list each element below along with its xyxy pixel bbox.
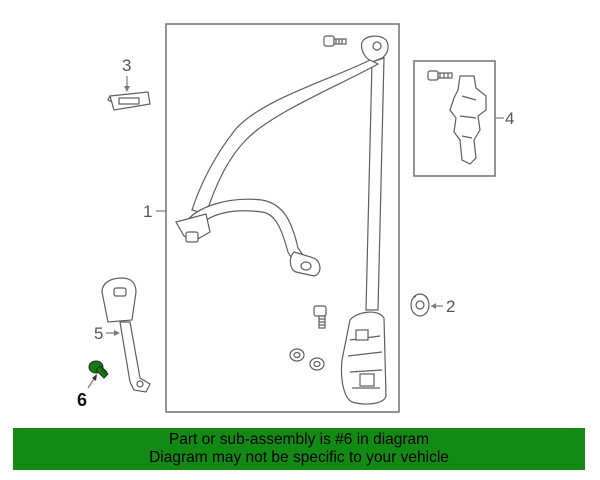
info-banner: Part or sub-assembly is #6 in diagram Di… [13,428,585,470]
seat-belt-assembly[interactable] [175,35,389,405]
part-5-buckle[interactable] [101,277,151,393]
callout-2[interactable]: 2 [446,297,455,316]
callout-6[interactable]: 6 [77,390,87,410]
leader-5-arrow [114,330,120,336]
part-3-trim-cover[interactable] [107,91,151,111]
leader-6-arrow [92,374,97,381]
washer-pair[interactable] [289,348,325,371]
callout-5[interactable]: 5 [94,324,103,343]
leader-2-arrow [431,303,436,309]
callout-1[interactable]: 1 [143,202,152,221]
assembly-frame-4 [413,60,496,177]
callout-4[interactable]: 4 [505,109,514,128]
part-4-height-adjuster[interactable] [427,70,487,165]
part-6-bolt-highlighted[interactable] [88,360,109,379]
banner-line-2: Diagram may not be specific to your vehi… [149,449,449,466]
bolt-upper[interactable] [323,35,347,47]
leader-3-arrow [124,86,130,92]
callout-3[interactable]: 3 [122,56,131,75]
part-2-anchor-cover[interactable] [410,293,430,317]
bolt-lower[interactable] [313,305,327,329]
banner-line-1: Part or sub-assembly is #6 in diagram [168,431,430,448]
